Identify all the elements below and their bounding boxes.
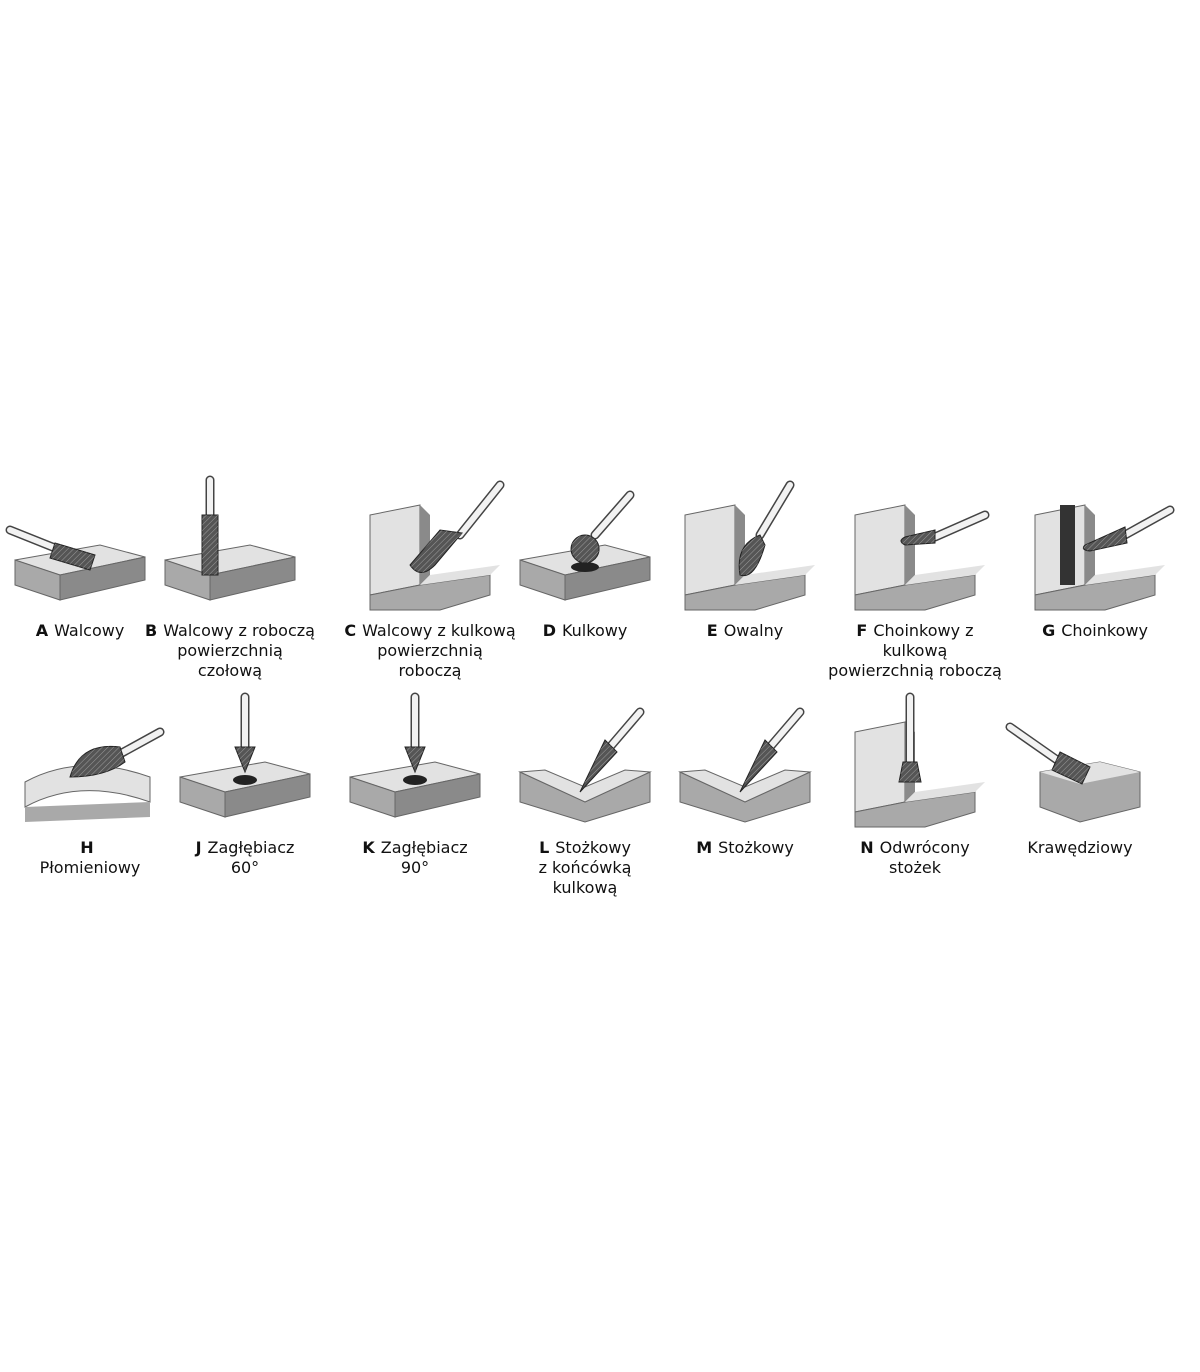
burr-item-g: G Choinkowy xyxy=(1005,475,1185,641)
burr-label: J Zagłębiacz 60° xyxy=(155,838,335,878)
burr-name: Stożkowy xyxy=(718,838,794,857)
burr-letter: M xyxy=(696,838,713,857)
burr-letter: H xyxy=(80,838,94,857)
burr-label: H Płomieniowy xyxy=(0,838,180,878)
burr-letter: D xyxy=(542,621,556,640)
burr-label: E Owalny xyxy=(655,621,835,641)
burr-name: Zagłębiacz 60° xyxy=(207,838,295,877)
burr-illustration-inverted-cone xyxy=(854,692,985,828)
burr-letter: E xyxy=(706,621,718,640)
burr-illustration-flame xyxy=(24,727,165,822)
burr-name: Owalny xyxy=(723,621,784,640)
burr-illustration-cone xyxy=(678,707,812,823)
burr-letter: G xyxy=(1042,621,1056,640)
burr-item-m: M Stożkowy xyxy=(655,692,835,858)
burr-item-h: H Płomieniowy xyxy=(0,692,180,878)
burr-letter: C xyxy=(344,621,357,640)
burr-illustration-tree xyxy=(1034,504,1175,611)
burr-name: Walcowy z kulkową powierzchnią roboczą xyxy=(362,621,516,680)
burr-label: G Choinkowy xyxy=(1005,621,1185,641)
burr-item-j: J Zagłębiacz 60° xyxy=(155,692,335,878)
burr-name: Choinkowy z kulkową powierzchnią roboczą xyxy=(828,621,1002,680)
burr-illustration-tree-ball xyxy=(854,504,990,611)
burr-letter: L xyxy=(539,838,550,857)
burr-label: A Walcowy xyxy=(0,621,170,641)
burr-illustration-cylinder xyxy=(5,525,146,601)
burr-illustration-countersink xyxy=(349,692,481,818)
burr-name: Płomieniowy xyxy=(39,858,141,877)
burr-name: Walcowy xyxy=(54,621,125,640)
burr-illustration-edge xyxy=(1005,722,1141,823)
burr-item-b: B Walcowy z roboczą powierzchnią czołową xyxy=(140,475,320,681)
burr-item-c: C Walcowy z kulkową powierzchnią roboczą xyxy=(340,475,520,681)
burr-name: Odwrócony stożek xyxy=(879,838,970,877)
burr-name: Choinkowy xyxy=(1061,621,1148,640)
burr-illustration-cylinder-ball xyxy=(369,480,505,611)
burr-label: K Zagłębiacz 90° xyxy=(325,838,505,878)
burr-item-n: N Odwrócony stożek xyxy=(825,692,1005,878)
burr-illustration-oval xyxy=(684,480,815,611)
burr-illustration-cylinder-end xyxy=(164,475,296,601)
burr-letter: J xyxy=(195,838,202,857)
burr-label: N Odwrócony stożek xyxy=(825,838,1005,878)
burr-item-d: D Kulkowy xyxy=(495,475,675,641)
burr-letter: K xyxy=(362,838,375,857)
burr-name: Stożkowy z końcówką kulkową xyxy=(538,838,632,897)
burr-item-edge: Krawędziowy xyxy=(990,692,1170,858)
burr-label: C Walcowy z kulkową powierzchnią roboczą xyxy=(340,621,520,681)
burr-label: M Stożkowy xyxy=(655,838,835,858)
burr-label: B Walcowy z roboczą powierzchnią czołową xyxy=(140,621,320,681)
burr-letter: A xyxy=(35,621,49,640)
burr-letter: B xyxy=(145,621,158,640)
burr-label: D Kulkowy xyxy=(495,621,675,641)
burr-item-a: A Walcowy xyxy=(0,475,170,641)
burr-item-k: K Zagłębiacz 90° xyxy=(325,692,505,878)
burr-letter: N xyxy=(860,838,874,857)
burr-illustration-countersink xyxy=(179,692,311,818)
burr-illustration-ball xyxy=(519,490,651,601)
burr-item-e: E Owalny xyxy=(655,475,835,641)
burr-label: Krawędziowy xyxy=(990,838,1170,858)
burr-letter: F xyxy=(856,621,868,640)
burr-illustration-cone-ball xyxy=(518,707,652,823)
burr-name: Kulkowy xyxy=(561,621,628,640)
burr-name: Walcowy z roboczą powierzchnią czołową xyxy=(163,621,315,680)
burr-name: Zagłębiacz 90° xyxy=(380,838,468,877)
burr-name: Krawędziowy xyxy=(1027,838,1133,857)
